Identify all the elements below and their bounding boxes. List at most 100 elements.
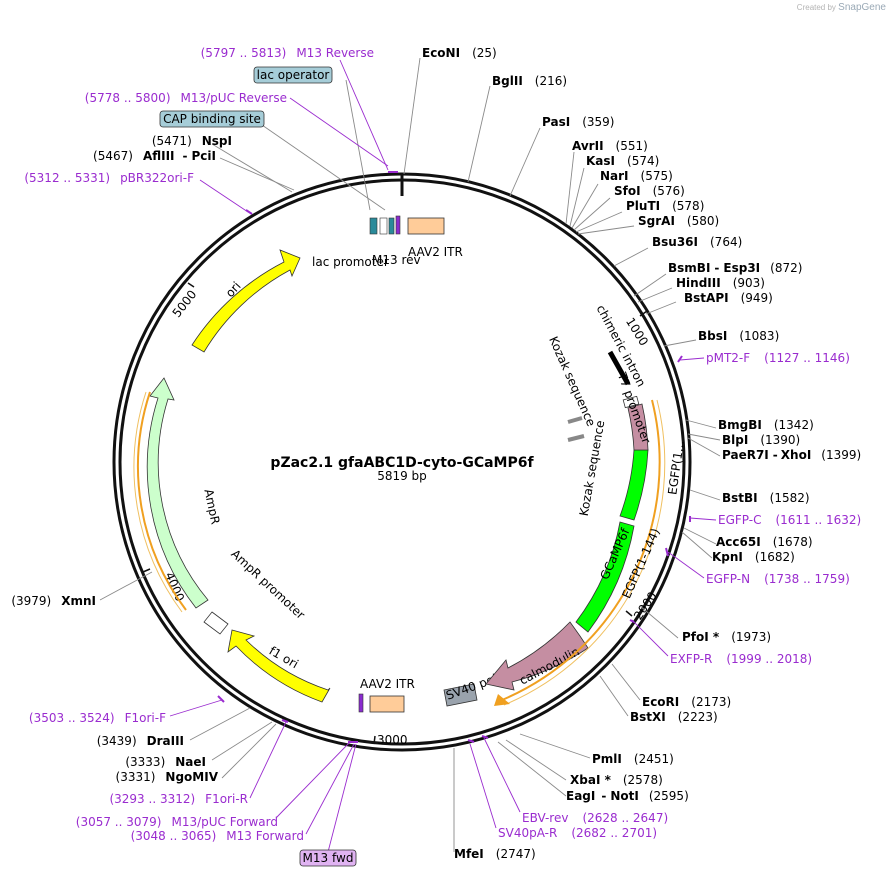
primer-f1ori-r[interactable]: (3293 .. 3312)F1ori-R <box>109 792 248 806</box>
primer-m13puc-reverse[interactable]: (5778 .. 5800)M13/pUC Reverse <box>85 91 287 105</box>
primer-sv40pa-r[interactable]: SV40pA-R(2682 .. 2701) <box>498 826 657 840</box>
enzyme-pfoi[interactable]: PfoI *(1973) <box>682 630 771 644</box>
primer-ebv-rev[interactable]: EBV-rev(2628 .. 2647) <box>522 811 668 825</box>
enzyme-sgrai[interactable]: SgrAI(580) <box>638 214 719 228</box>
tick-label-5000: 5000 <box>170 287 200 320</box>
ampr-promoter-arc[interactable] <box>203 611 229 635</box>
enzyme-draiii[interactable]: (3439)DraIII <box>97 734 184 748</box>
tick-5000 <box>187 282 195 288</box>
plasmid-name: pZac2.1 gfaABC1D-cyto-GCaMP6f <box>270 455 534 471</box>
primer-f1ori-f[interactable]: (3503 .. 3524)F1ori-F <box>29 711 166 725</box>
lac-operator-box[interactable] <box>253 66 333 84</box>
enzyme-eagi[interactable]: EagI-NotI(2595) <box>566 789 689 803</box>
kozak-1-bar[interactable] <box>567 416 583 424</box>
snapgene-logo: SnapGene <box>838 2 886 13</box>
aav2-itr-top-label: AAV2 ITR <box>408 245 463 259</box>
primer-labels: (5797 .. 5813)M13 Reverse (5778 .. 5800)… <box>24 46 861 843</box>
enzyme-naei[interactable]: (3333)NaeI <box>125 755 206 769</box>
enzyme-xbai[interactable]: XbaI *(2578) <box>570 773 663 787</box>
m13-fwd-box[interactable] <box>299 849 357 867</box>
box-labels: lac operator CAP binding site M13 fwd <box>159 66 357 867</box>
primer-egfp-n[interactable]: EGFP-N(1738 .. 1759) <box>706 572 850 586</box>
kozak-2-bar[interactable] <box>567 434 585 442</box>
m13-rev-feature[interactable] <box>395 215 401 235</box>
enzyme-pasi[interactable]: PasI(359) <box>542 115 614 129</box>
enzyme-bstapi[interactable]: BstAPI(949) <box>684 291 773 305</box>
m13-fwd-feature[interactable] <box>358 693 364 713</box>
enzyme-nspi[interactable]: (5471)NspI <box>152 134 232 148</box>
primer-m13-reverse[interactable]: (5797 .. 5813)M13 Reverse <box>201 46 374 60</box>
enzyme-blpi[interactable]: BlpI(1390) <box>722 433 800 447</box>
enzyme-bsmbi[interactable]: BsmBI-Esp3I(872) <box>668 261 802 275</box>
snapgene-credit: Created by SnapGene <box>797 2 886 13</box>
m13-fwd-label: M13 fwd <box>303 851 354 865</box>
ampr-label: AmpR <box>201 488 222 526</box>
lac-operator-feature[interactable] <box>388 217 395 235</box>
tick-2000 <box>625 610 633 617</box>
kozak-2-label: Kozak sequence <box>577 419 608 517</box>
aav2-itr-bottom-box[interactable] <box>369 695 405 713</box>
enzyme-econi[interactable]: EcoNI(25) <box>422 46 497 60</box>
enzyme-hindiii[interactable]: HindIII(903) <box>676 276 765 290</box>
enzyme-xmni[interactable]: (3979)XmnI <box>11 594 96 608</box>
gcamp6f-orf-outline <box>503 399 666 706</box>
egfp-144-arc[interactable] <box>575 521 635 633</box>
enzyme-ecori[interactable]: EcoRI(2173) <box>642 695 731 709</box>
enzyme-bbsi[interactable]: BbsI(1083) <box>698 329 779 343</box>
t7-promoter-box[interactable] <box>622 395 640 409</box>
cap-binding-site-label: CAP binding site <box>163 112 261 126</box>
lac-promoter-label: lac promoter <box>312 255 389 269</box>
enzyme-avrii[interactable]: AvrII(551) <box>572 139 648 153</box>
enzyme-kasi[interactable]: KasI(574) <box>586 154 659 168</box>
ampr-promoter-label: AmpR promoter <box>228 547 307 622</box>
enzyme-bmgbi[interactable]: BmgBI(1342) <box>718 418 814 432</box>
cap-feature[interactable] <box>369 217 378 235</box>
enzyme-labels-left: (3331)NgoMIV (3333)NaeI (3439)DraIII (39… <box>11 134 232 784</box>
primer-m13-forward[interactable]: (3048 .. 3065)M13 Forward <box>131 829 304 843</box>
lac-operator-label: lac operator <box>257 68 330 82</box>
enzyme-bstxi[interactable]: BstXI(2223) <box>630 710 718 724</box>
enzyme-mfei[interactable]: MfeI(2747) <box>454 847 536 861</box>
enzyme-sfoi[interactable]: SfoI(576) <box>614 184 685 198</box>
ampr-orf-outline <box>133 391 183 613</box>
enzyme-pluti[interactable]: PluTI(578) <box>626 199 704 213</box>
gcamp6f-orf <box>501 399 661 701</box>
sv40-arc[interactable] <box>443 683 478 707</box>
chimeric-intron-bar[interactable] <box>607 350 631 386</box>
primer-pbr322ori-f[interactable]: (5312 .. 5331)pBR322ori-F <box>24 171 194 185</box>
m13-rev-label: M13 rev <box>372 253 421 267</box>
f1-ori-arc[interactable] <box>227 629 331 703</box>
kozak-1-label: Kozak sequence <box>546 334 598 428</box>
enzyme-bglii[interactable]: BglII(216) <box>492 74 567 88</box>
tick-3000 <box>373 735 376 745</box>
enzyme-acc65i[interactable]: Acc65I(1678) <box>716 535 813 549</box>
aav2-itr-bottom-label: AAV2 ITR <box>360 677 415 691</box>
egfp-1-arc[interactable] <box>619 449 649 521</box>
lac-promoter-arc[interactable] <box>379 217 388 235</box>
primer-exfp-r[interactable]: EXFP-R(1999 .. 2018) <box>670 652 812 666</box>
linker-arc[interactable] <box>627 403 649 451</box>
primer-marks <box>217 171 691 743</box>
primer-pmt2-f[interactable]: pMT2-F(1127 .. 1146) <box>706 351 850 365</box>
enzyme-bsu36i[interactable]: Bsu36I(764) <box>652 235 742 249</box>
ampr-arc[interactable] <box>146 377 209 609</box>
plasmid-size: 5819 bp <box>377 469 427 483</box>
gcamp6f-orf-arrow <box>494 694 510 706</box>
enzyme-afliii[interactable]: (5467)AflIII-PciI <box>93 149 216 163</box>
ampr-orf <box>136 391 187 611</box>
primer-m13puc-forward[interactable]: (3057 .. 3079)M13/pUC Forward <box>76 815 278 829</box>
enzyme-pmli[interactable]: PmlI(2451) <box>592 752 674 766</box>
enzyme-labels-right: EcoNI(25) BglII(216) PasI(359) AvrII(551… <box>422 46 861 861</box>
ori-arc[interactable] <box>191 249 301 353</box>
enzyme-nari[interactable]: NarI(575) <box>600 169 673 183</box>
cap-binding-site-box[interactable] <box>159 110 265 128</box>
primer-egfp-c[interactable]: EGFP-C(1611 .. 1632) <box>718 513 861 527</box>
aav2-itr-top-box[interactable] <box>407 217 445 235</box>
tick-1000 <box>639 310 648 317</box>
enzyme-kpni[interactable]: KpnI(1682) <box>712 550 795 564</box>
enzyme-paer7i[interactable]: PaeR7I-XhoI(1399) <box>722 448 861 462</box>
enzyme-bstbi[interactable]: BstBI(1582) <box>722 491 810 505</box>
tick-4000 <box>142 568 151 573</box>
enzyme-ngomiv[interactable]: (3331)NgoMIV <box>116 770 219 784</box>
